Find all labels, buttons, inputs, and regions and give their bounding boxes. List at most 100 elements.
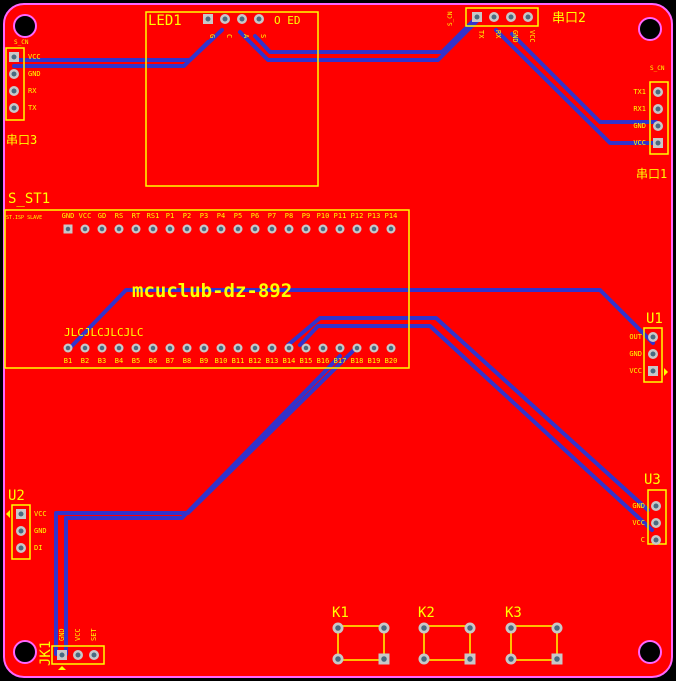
- board-substrate: [3, 3, 673, 678]
- pad-hole: [421, 625, 427, 631]
- pin-label: GND: [632, 502, 645, 510]
- pad-hole: [303, 226, 309, 232]
- pin-label: SET: [90, 628, 98, 641]
- pad-square: [472, 12, 482, 22]
- pin-label: GD: [98, 212, 106, 220]
- pin-label: C: [641, 536, 645, 544]
- pad-round: [464, 622, 476, 634]
- k1-outline: [337, 625, 385, 661]
- pin1-markers: [6, 368, 668, 670]
- pin-label: P4: [217, 212, 225, 220]
- pad-hole: [11, 88, 17, 94]
- pin-label: B8: [183, 357, 191, 365]
- pad-hole: [655, 123, 661, 129]
- pad-round: [63, 343, 73, 353]
- k2-outline: [423, 625, 471, 661]
- pad-round: [80, 343, 90, 353]
- pad-hole: [491, 14, 497, 20]
- pin-label: GND: [629, 350, 642, 358]
- pad-hole: [655, 140, 661, 146]
- pad-hole: [133, 345, 139, 351]
- pin-label: G: [208, 34, 216, 38]
- jk1-designator: JK1: [38, 641, 54, 666]
- pad-hole: [11, 105, 17, 111]
- mounting-hole: [13, 640, 37, 664]
- pad-round: [301, 224, 311, 234]
- pad-hole: [269, 226, 275, 232]
- pad-hole: [82, 345, 88, 351]
- pad-round: [489, 12, 499, 22]
- pad-round: [16, 526, 26, 536]
- pad-hole: [303, 345, 309, 351]
- silk-jlc: JLCJLCJLCJLC: [64, 326, 143, 339]
- pad-hole: [205, 16, 211, 22]
- jk1-outline: [51, 645, 105, 665]
- pad-round: [237, 14, 247, 24]
- pad-hole: [18, 545, 24, 551]
- pin-label: P8: [285, 212, 293, 220]
- pad-round: [651, 501, 661, 511]
- pad-round: [352, 343, 362, 353]
- pin-label: P10: [317, 212, 330, 220]
- pin-label: VCC: [28, 53, 41, 61]
- pad-round: [648, 332, 658, 342]
- pad-hole: [184, 226, 190, 232]
- pin-label: P3: [200, 212, 208, 220]
- u3-designator: U3: [644, 472, 661, 488]
- pad-hole: [252, 226, 258, 232]
- pad-round: [220, 14, 230, 24]
- pad-round: [233, 224, 243, 234]
- pad-round: [199, 343, 209, 353]
- trace: [253, 18, 476, 54]
- pin-label: B4: [115, 357, 123, 365]
- pin-label: GND: [633, 122, 646, 130]
- pin-label: RX: [28, 87, 37, 95]
- pad-hole: [269, 345, 275, 351]
- pad-round: [148, 224, 158, 234]
- led1-silk: O ED: [274, 14, 301, 27]
- pad-round: [9, 103, 19, 113]
- pad-round: [301, 343, 311, 353]
- pin-label: TX: [477, 30, 485, 39]
- pad-round: [73, 650, 83, 660]
- pin-label: S: [259, 34, 267, 38]
- pad-round: [254, 14, 264, 24]
- pad-round: [523, 12, 533, 22]
- pin-label: B5: [132, 357, 140, 365]
- pin-label: P13: [368, 212, 381, 220]
- trace: [66, 288, 655, 352]
- trace: [12, 40, 210, 68]
- pad-round: [267, 343, 277, 353]
- pad-round: [386, 224, 396, 234]
- pad-hole: [337, 226, 343, 232]
- uart2-small: S_CN: [447, 11, 454, 26]
- pad-round: [89, 650, 99, 660]
- pad-hole: [508, 625, 514, 631]
- pin-label: DI: [34, 544, 42, 552]
- pad-hole: [218, 345, 224, 351]
- pad-round: [352, 224, 362, 234]
- pad-hole: [421, 656, 427, 662]
- pad-square: [203, 14, 213, 24]
- pad-square: [9, 52, 19, 62]
- pad-round: [318, 224, 328, 234]
- pad-hole: [18, 511, 24, 517]
- pad-hole: [235, 226, 241, 232]
- uart3-outline: [5, 47, 25, 121]
- trace: [286, 316, 650, 512]
- pin-label: B7: [166, 357, 174, 365]
- pad-hole: [133, 226, 139, 232]
- uart2-designator: 串口2: [552, 11, 586, 26]
- pin-label: B12: [249, 357, 262, 365]
- pin-label: P12: [351, 212, 364, 220]
- k3-outline: [510, 625, 558, 661]
- pad-hole: [65, 226, 71, 232]
- trace: [64, 354, 342, 656]
- pin-label: VCC: [79, 212, 92, 220]
- pad-hole: [467, 625, 473, 631]
- pad-hole: [655, 89, 661, 95]
- pin-label: P7: [268, 212, 276, 220]
- pad-hole: [222, 16, 228, 22]
- k1-designator: K1: [332, 605, 349, 621]
